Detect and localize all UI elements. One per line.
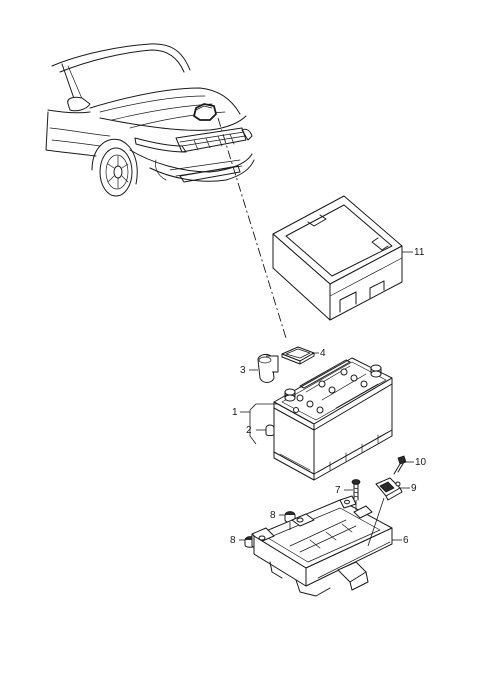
part-2-vent-plug [265,424,275,436]
part-6-battery-tray [251,495,393,597]
callout-8-lower: 8 [230,535,236,546]
part-7-bolt [351,479,361,501]
location-leader-line [217,117,287,339]
callout-8-upper: 8 [270,510,276,521]
part-10-bolt [393,455,407,475]
part-3-terminal-cap [257,353,279,383]
callout-2: 2 [246,425,252,436]
part-4-terminal-cover-plate [281,346,315,365]
callout-9: 9 [411,483,417,494]
callout-1: 1 [232,407,238,418]
part-9-retaining-clamp [375,477,403,501]
callout-10: 10 [415,457,427,468]
callout-6: 6 [403,535,409,546]
callout-11: 11 [414,247,425,258]
callout-7: 7 [335,485,341,496]
car-front-view [45,43,255,197]
callout-3: 3 [240,365,246,376]
part-1-battery [273,357,393,481]
callout-4: 4 [320,348,326,359]
part-11-battery-insulation-cover [272,195,403,321]
